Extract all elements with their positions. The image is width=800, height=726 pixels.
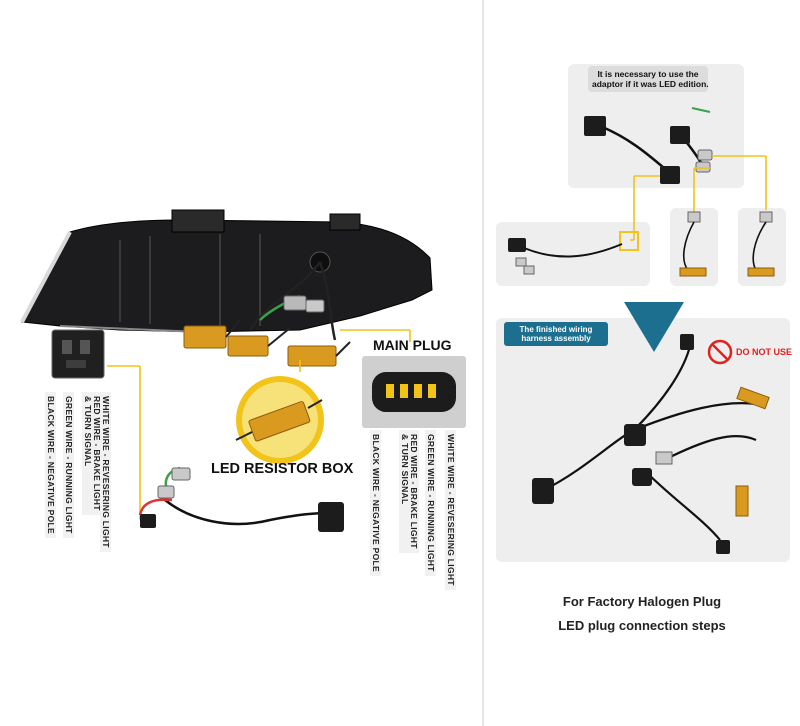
main-plug-label-white: WHITE WIRE - REVESERING LIGHT	[445, 430, 456, 590]
main-plug-label-red: RED WIRE - BRAKE LIGHT & TURN SIGNAL	[399, 430, 419, 553]
panel-divider	[482, 0, 484, 726]
taillight-illustration	[20, 209, 466, 532]
main-plug-label-green: GREEN WIRE - RUNNING LIGHT	[425, 430, 436, 576]
left-panel: WHITE WIRE - REVESERING LIGHT RED WIRE -…	[20, 209, 466, 590]
label-black-wire: BLACK WIRE - NEGATIVE POLE	[45, 392, 56, 538]
label-green-wire: GREEN WIRE - RUNNING LIGHT	[63, 392, 74, 538]
led-resistor-title: LED RESISTOR BOX	[211, 461, 354, 477]
caption-line-2: LED plug connection steps	[558, 618, 726, 633]
main-plug-label-black: BLACK WIRE - NEGATIVE POLE	[370, 430, 381, 576]
right-panel: It is necessary to use the adaptor if it…	[484, 0, 800, 726]
label-red-wire: RED WIRE - BRAKE LIGHT & TURN SIGNAL	[82, 392, 102, 515]
label-white-wire: WHITE WIRE - REVESERING LIGHT	[100, 392, 111, 552]
finished-harness-tag: The finished wiring harness assembly	[504, 322, 608, 347]
caption-line-1: For Factory Halogen Plug	[562, 594, 722, 609]
adaptor-note: It is necessary to use the adaptor if it…	[588, 66, 709, 93]
main-plug-title: MAIN PLUG	[373, 337, 452, 353]
do-not-use-warning: DO NOT USE	[736, 347, 793, 357]
harness-diagram	[508, 107, 775, 554]
